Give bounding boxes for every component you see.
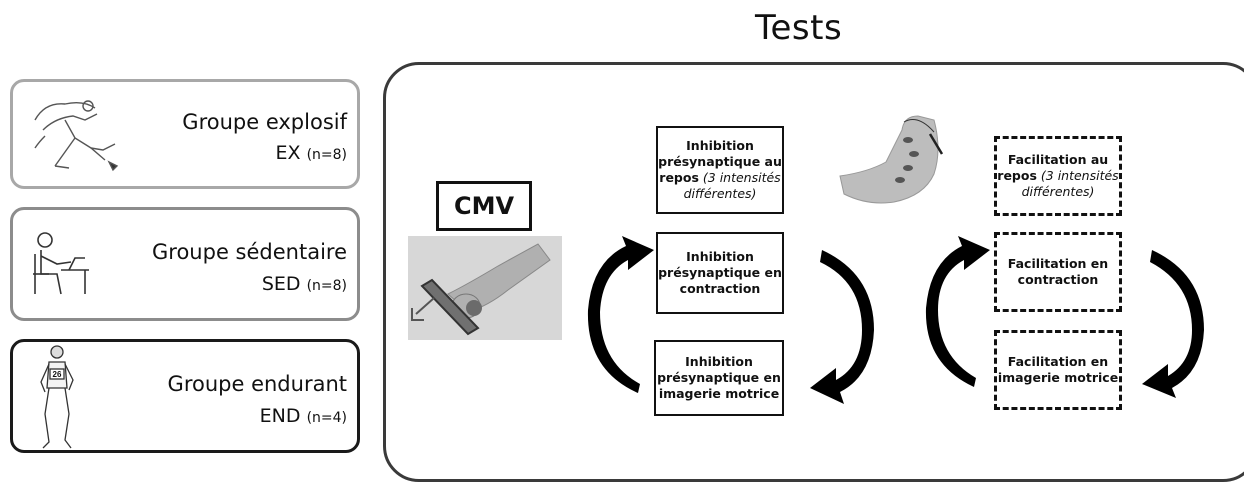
sprinter-icon	[34, 100, 119, 172]
group-endurance-card: 26 Groupe endurant END (n=4)	[10, 339, 360, 453]
box-line: imagerie motrice	[997, 370, 1119, 385]
facilitation-imagery-box: Facilitation en imagerie motrice	[994, 330, 1122, 410]
group-name: Groupe sédentaire	[152, 240, 347, 264]
box-italic-note: (3 intensités différentes)	[683, 170, 781, 201]
inhibition-rest-box: Inhibition présynaptique au repos (3 int…	[656, 126, 784, 214]
box-line: Facilitation en	[1007, 354, 1109, 369]
box-line: Inhibition	[685, 354, 753, 369]
box-italic-note: (3 intensités différentes)	[1021, 168, 1119, 199]
group-sedentary-card: Groupe sédentaire SED (n=8)	[10, 207, 360, 321]
box-line: Inhibition	[686, 249, 754, 264]
box-line: présynaptique en	[658, 265, 782, 280]
facilitation-contraction-box: Facilitation en contraction	[994, 232, 1122, 312]
diagram-title: Tests	[755, 8, 843, 48]
box-line: Inhibition	[686, 138, 754, 153]
inhibition-imagery-box: Inhibition présynaptique en imagerie mot…	[654, 340, 784, 416]
group-code: SED (n=8)	[261, 273, 347, 295]
box-line: contraction	[679, 281, 761, 296]
cmv-leg-image	[408, 236, 562, 340]
svg-text:26: 26	[53, 370, 62, 379]
box-line: présynaptique en	[657, 370, 781, 385]
cycle-arrows	[587, 236, 1204, 404]
group-code: EX (n=8)	[275, 142, 347, 164]
box-line: Facilitation au	[1007, 152, 1109, 167]
box-line: repos	[659, 170, 699, 185]
cmv-box: CMV	[436, 181, 532, 231]
group-name: Groupe endurant	[167, 372, 347, 396]
inhibition-contraction-box: Inhibition présynaptique en contraction	[656, 232, 784, 314]
box-line: imagerie motrice	[658, 386, 780, 401]
facilitation-rest-box: Facilitation au repos (3 intensités diff…	[994, 136, 1122, 216]
arrow-right-inhibition	[810, 250, 874, 404]
arrow-left-inhibition	[587, 236, 654, 393]
box-line: Facilitation en	[1007, 256, 1109, 271]
box-line: repos	[997, 168, 1037, 183]
runner-icon: 26	[40, 345, 74, 449]
box-line: présynaptique au	[658, 154, 782, 169]
box-line: contraction	[1017, 272, 1099, 287]
arrow-left-facilitation	[925, 236, 990, 387]
group-explosive-card: Groupe explosif EX (n=8)	[10, 79, 360, 189]
group-name: Groupe explosif	[182, 110, 347, 134]
leg-electrodes-image	[838, 110, 968, 210]
desk-person-icon	[33, 232, 89, 295]
arrow-right-facilitation	[1142, 250, 1204, 398]
group-code: END (n=4)	[259, 405, 347, 427]
